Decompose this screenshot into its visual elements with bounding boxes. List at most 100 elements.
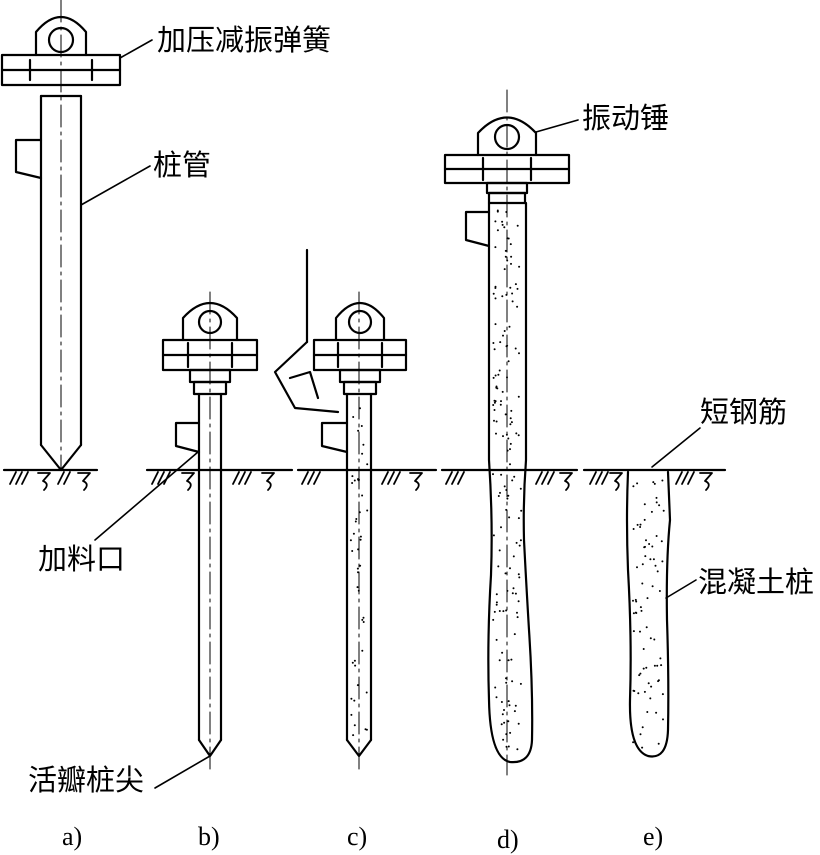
concrete-speck (517, 517, 520, 520)
concrete-speck (352, 734, 355, 737)
concrete-speck (352, 532, 355, 535)
concrete-speck (658, 590, 661, 592)
concrete-speck (660, 664, 663, 667)
concrete-speck (492, 292, 495, 295)
concrete-speck (519, 487, 522, 490)
concrete-speck (497, 495, 500, 497)
concrete-speck (493, 409, 496, 411)
concrete-speck (509, 442, 512, 445)
concrete-speck (514, 283, 517, 286)
step-label-c: c) (347, 822, 367, 851)
concrete-speck (508, 516, 511, 519)
concrete-speck (500, 526, 502, 529)
concrete-speck (351, 550, 354, 552)
leader-lines (80, 39, 701, 789)
concrete-speck (650, 685, 653, 688)
concrete-speck (632, 528, 635, 530)
concrete-speck (652, 558, 655, 561)
concrete-speck (643, 518, 646, 521)
step-label-b: b) (198, 822, 220, 851)
concrete-speck (492, 342, 495, 344)
concrete-speck (641, 563, 644, 566)
concrete-speck (494, 246, 497, 249)
label-tip: 活瓣桩尖 (28, 763, 144, 797)
stage-a-pipe (14, 94, 83, 472)
concrete-speck (632, 741, 635, 744)
concrete-speck (494, 287, 497, 289)
concrete-speck (509, 243, 512, 246)
concrete-speck (637, 692, 640, 695)
concrete-speck (501, 390, 504, 393)
concrete-speck (517, 395, 520, 398)
concrete-speck (359, 564, 362, 567)
stage-d-concrete-fill (492, 209, 523, 751)
concrete-speck (639, 606, 642, 609)
concrete-speck (503, 330, 506, 332)
concrete-speck (505, 345, 508, 348)
concrete-speck (507, 494, 510, 497)
concrete-speck (645, 666, 648, 669)
concrete-speck (351, 475, 354, 478)
step-label-a: a) (62, 822, 82, 851)
concrete-speck (499, 491, 501, 494)
concrete-speck (353, 659, 356, 662)
concrete-speck (500, 701, 503, 703)
concrete-speck (492, 618, 495, 621)
concrete-speck (498, 610, 501, 612)
concrete-speck (503, 721, 506, 724)
concrete-speck (495, 601, 498, 604)
concrete-speck (657, 742, 660, 745)
concrete-speck (655, 535, 658, 537)
concrete-speck (516, 748, 519, 751)
concrete-speck (517, 600, 520, 603)
stage-d-pile-driver (443, 89, 571, 776)
concrete-speck (509, 567, 511, 570)
concrete-speck (361, 649, 364, 652)
concrete-speck (362, 616, 365, 619)
ground-hatch (9, 471, 713, 491)
concrete-speck (661, 560, 664, 563)
concrete-speck (507, 360, 510, 363)
concrete-speck (496, 210, 499, 213)
concrete-speck (353, 479, 356, 482)
concrete-speck (495, 386, 498, 389)
concrete-speck (653, 482, 656, 485)
label-hammer: 振动锤 (582, 101, 669, 135)
concrete-speck (514, 704, 517, 707)
concrete-speck (509, 417, 512, 420)
concrete-speck (641, 726, 644, 729)
concrete-speck (506, 589, 509, 592)
concrete-speck (505, 211, 508, 213)
concrete-speck (635, 600, 638, 603)
concrete-speck (494, 374, 497, 377)
concrete-speck (361, 452, 364, 455)
concrete-speck (520, 509, 523, 512)
concrete-speck (633, 690, 636, 692)
concrete-speck (514, 592, 517, 595)
stage-d-pile-body (464, 201, 534, 764)
stage-e-concrete-fill (632, 479, 665, 749)
concrete-speck (640, 609, 643, 612)
concrete-speck (361, 618, 364, 621)
concrete-speck (498, 549, 501, 552)
concrete-speck (509, 286, 512, 289)
concrete-speck (632, 630, 635, 633)
concrete-speck (655, 501, 658, 504)
concrete-speck (516, 616, 519, 619)
concrete-speck (494, 686, 497, 689)
concrete-speck (495, 432, 497, 435)
concrete-speck (651, 585, 654, 588)
concrete-speck (511, 680, 514, 683)
concrete-speck (492, 534, 495, 537)
concrete-speck (519, 682, 522, 685)
concrete-speck (632, 612, 635, 615)
concrete-speck (493, 348, 496, 351)
concrete-speck (494, 745, 497, 748)
concrete-speck (511, 300, 514, 303)
concrete-speck (366, 509, 369, 512)
concrete-speck (364, 728, 367, 731)
concrete-speck (501, 295, 504, 298)
concrete-speck (632, 599, 634, 602)
concrete-speck (499, 403, 502, 406)
concrete-speck (636, 482, 639, 485)
